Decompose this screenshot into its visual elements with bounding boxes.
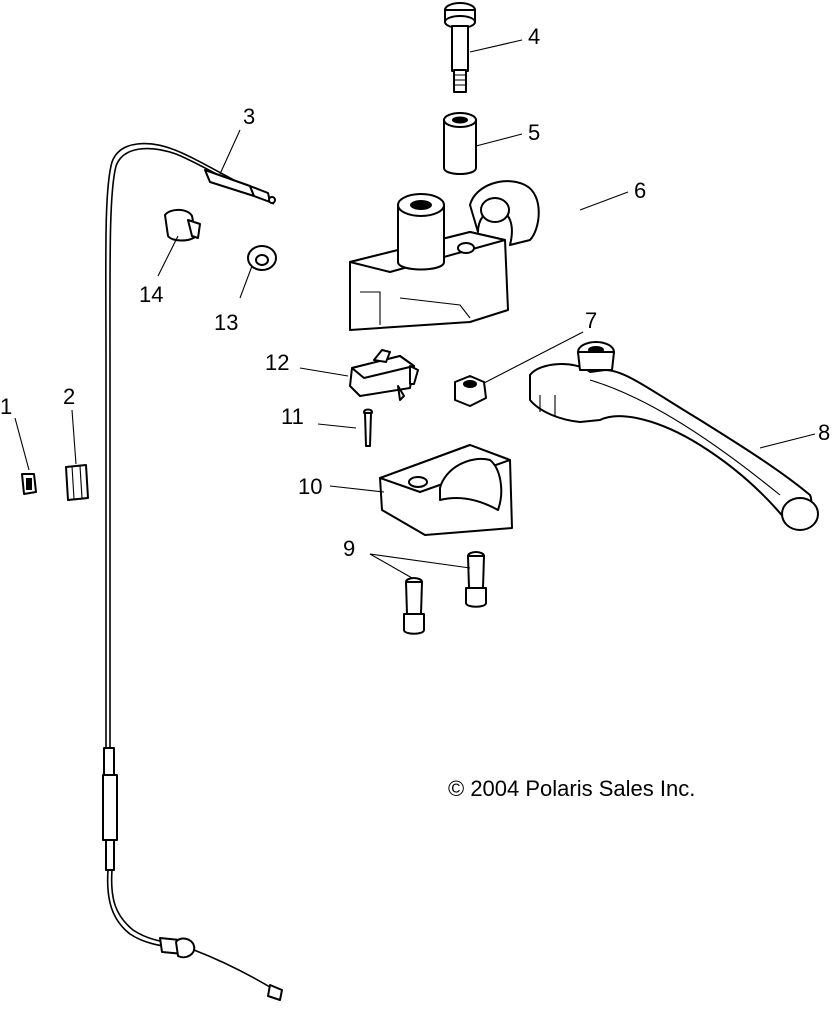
part-10-clamp [379,444,513,536]
callout-10: 10 [298,474,322,499]
part-4-bolt [444,2,476,93]
part-9-screw-left [403,577,425,635]
copyright-notice: © 2004 Polaris Sales Inc. [448,776,695,801]
callout-5: 5 [528,120,540,145]
callout-2: 2 [63,384,75,409]
callout-3: 3 [243,104,255,129]
callout-9: 9 [343,536,355,561]
callout-4: 4 [528,24,540,49]
callout-14: 14 [139,282,163,307]
callout-12: 12 [265,350,289,375]
part-1-clip [21,473,37,495]
cable-assembly [102,142,283,1001]
callout-labels: 1 2 3 4 5 6 7 8 9 10 11 12 13 14 [0,24,830,561]
callout-1: 1 [0,394,12,419]
part-13-ferrule [247,245,277,271]
part-6-housing [349,180,540,331]
callout-6: 6 [634,178,646,203]
callout-13: 13 [214,310,238,335]
part-7-nut [454,375,487,407]
callout-7: 7 [585,308,597,333]
callout-11: 11 [281,404,304,429]
part-12-switch [349,349,419,401]
leader-lines [14,39,816,579]
part-11-screw [363,408,373,447]
part-14-boot [164,208,201,242]
part-8-lever [529,341,819,531]
part-2-sleeve [65,464,89,501]
part-9-screw-right [465,551,487,608]
callout-8: 8 [818,420,830,445]
part-5-spacer [443,112,477,175]
